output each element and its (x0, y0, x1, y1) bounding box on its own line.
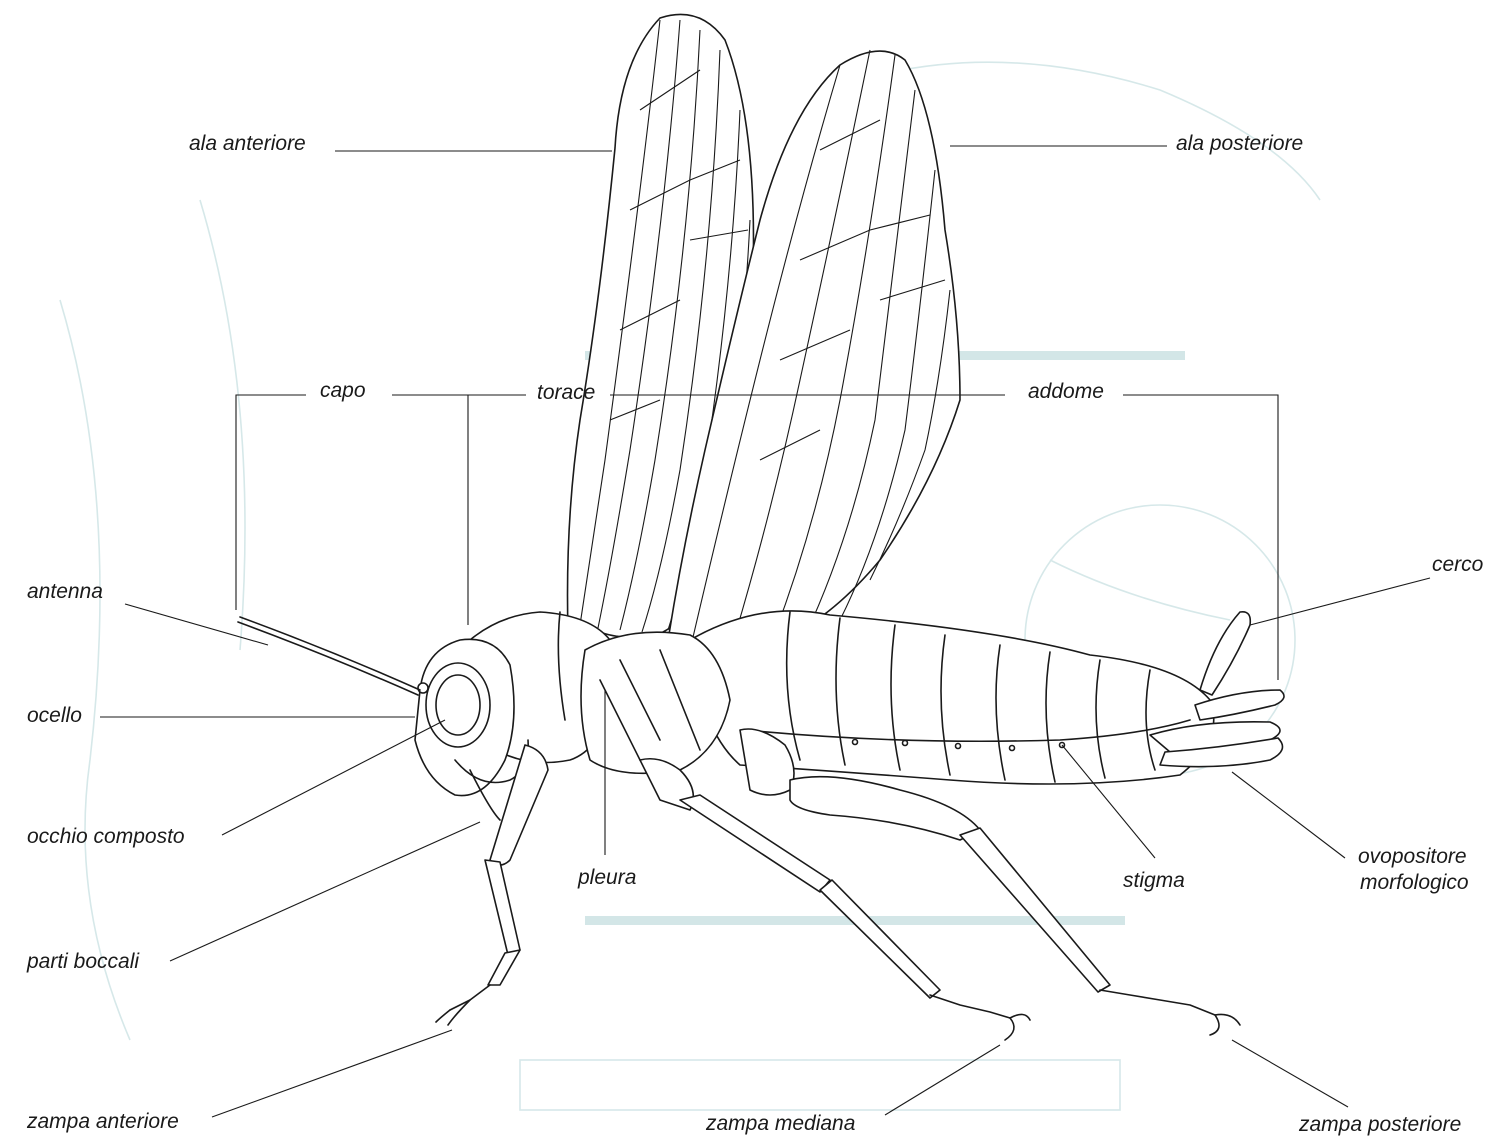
leader-ovopositore (1232, 772, 1345, 858)
label-zampa-anteriore: zampa anteriore (26, 1110, 179, 1133)
leader-zampa-mediana (885, 1045, 1000, 1115)
ocellus-shape (418, 683, 428, 693)
label-ovopositore-line1: ovopositore (1358, 845, 1467, 868)
label-pleura: pleura (577, 866, 636, 889)
cercus (1200, 612, 1250, 695)
label-capo: capo (320, 379, 366, 402)
leader-zampa-posteriore (1232, 1040, 1348, 1107)
antenna-shape (238, 617, 420, 695)
label-zampa-posteriore: zampa posteriore (1298, 1113, 1461, 1136)
label-addome: addome (1028, 380, 1104, 403)
label-stigma: stigma (1123, 869, 1185, 892)
label-parti-boccali: parti boccali (26, 950, 140, 973)
capo-bracket-left (236, 395, 306, 610)
label-antenna: antenna (27, 580, 103, 603)
label-ovopositore-line2: morfologico (1360, 871, 1469, 894)
label-ocello: ocello (27, 704, 82, 727)
label-ala-posteriore: ala posteriore (1176, 132, 1303, 155)
capo-bracket-right (392, 395, 468, 625)
leader-zampa-anteriore (212, 1030, 452, 1117)
leader-parti-boccali (170, 822, 480, 961)
label-zampa-mediana: zampa mediana (705, 1112, 855, 1135)
addome-bracket-right (1123, 395, 1278, 680)
label-occhio-composto: occhio composto (27, 825, 185, 848)
leader-occhio-composto (222, 720, 445, 835)
label-ala-anteriore: ala anteriore (189, 132, 306, 155)
label-torace: torace (537, 381, 595, 404)
label-cerco: cerco (1432, 553, 1484, 576)
leader-cerco (1250, 578, 1430, 625)
